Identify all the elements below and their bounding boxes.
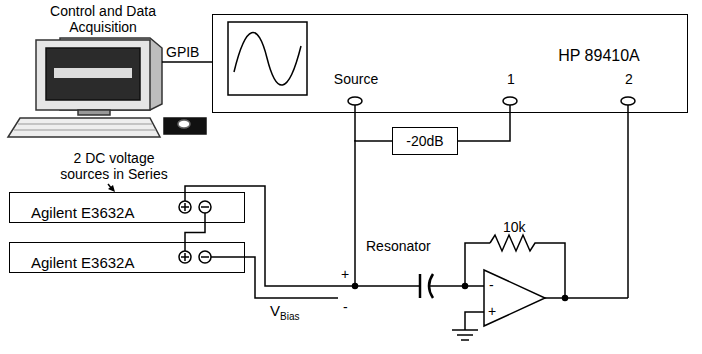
gpib-cable <box>162 61 212 63</box>
instrument-name: HP 89410A <box>558 47 640 65</box>
mouse <box>178 120 190 128</box>
port-label: 2 <box>625 71 633 87</box>
bus-label: GPIB <box>166 44 199 60</box>
source-wire <box>354 140 356 286</box>
monitor-bezel <box>36 40 150 110</box>
voltage-subscript: Bias <box>280 311 299 323</box>
input-sign: - <box>489 277 494 293</box>
polarity-sign: - <box>343 299 348 315</box>
computer-caption: Control and Data Acquisition <box>37 3 169 35</box>
output-wire <box>545 297 628 299</box>
wire <box>184 242 186 251</box>
wire <box>509 105 511 113</box>
monitor-stand <box>78 110 110 115</box>
bnc-connector <box>503 97 517 105</box>
plus-terminal <box>179 201 191 213</box>
component-label: Resonator <box>366 238 431 254</box>
plus-terminal <box>179 251 191 263</box>
output-wire <box>627 105 629 298</box>
bias-plus-wire <box>185 186 420 286</box>
ground-symbol <box>461 339 469 341</box>
opamp-symbol <box>484 270 545 326</box>
monitor-screen <box>46 48 140 100</box>
junction-dot <box>463 284 468 289</box>
power-supply-box: Agilent E3632A <box>9 192 245 223</box>
pointer-head <box>108 185 115 192</box>
wire <box>354 105 356 113</box>
wire <box>458 113 510 141</box>
attenuator-box: -20dB <box>392 127 458 155</box>
note-text: 2 DC voltage sources in Series <box>50 150 178 182</box>
keyboard-row <box>14 130 156 131</box>
minus-terminal <box>199 251 211 263</box>
supply-name: Agilent E3632A <box>31 254 134 271</box>
keyboard-row <box>18 124 152 125</box>
input-sign: + <box>488 303 496 319</box>
ground-symbol <box>457 334 473 336</box>
plus-sign <box>184 203 186 211</box>
feedback-wire <box>465 243 490 286</box>
wire <box>355 113 392 141</box>
attenuator-label: -20dB <box>406 133 443 149</box>
bnc-connector <box>621 97 635 105</box>
wire <box>204 213 206 222</box>
wire <box>429 285 484 287</box>
power-supply-box: Agilent E3632A <box>9 242 245 273</box>
polarity-sign: + <box>341 266 349 282</box>
ground-symbol <box>452 329 478 331</box>
keyboard <box>8 118 160 137</box>
screen-bar <box>54 68 132 78</box>
minus-terminal <box>199 201 211 213</box>
analyzer-screen <box>228 22 307 95</box>
port-label: 1 <box>507 71 515 87</box>
port-label: Source <box>334 71 378 87</box>
resonator-plate <box>419 274 422 298</box>
wire <box>185 223 205 242</box>
minus-sign <box>201 206 209 208</box>
bias-minus-wire <box>211 257 338 298</box>
resistor-value: 10k <box>503 219 526 235</box>
resistor-symbol <box>490 235 565 298</box>
minus-sign <box>201 256 209 258</box>
sine-wave <box>234 33 301 86</box>
mouse-pad <box>164 118 206 134</box>
voltage-symbol: V <box>270 302 280 319</box>
junction-dot <box>563 296 568 301</box>
analyzer-box: HP 89410A Source 1 2 <box>212 14 688 113</box>
bnc-connector <box>348 97 362 105</box>
supply-name: Agilent E3632A <box>31 204 134 221</box>
ground-wire <box>465 312 484 330</box>
plus-sign <box>184 253 186 261</box>
